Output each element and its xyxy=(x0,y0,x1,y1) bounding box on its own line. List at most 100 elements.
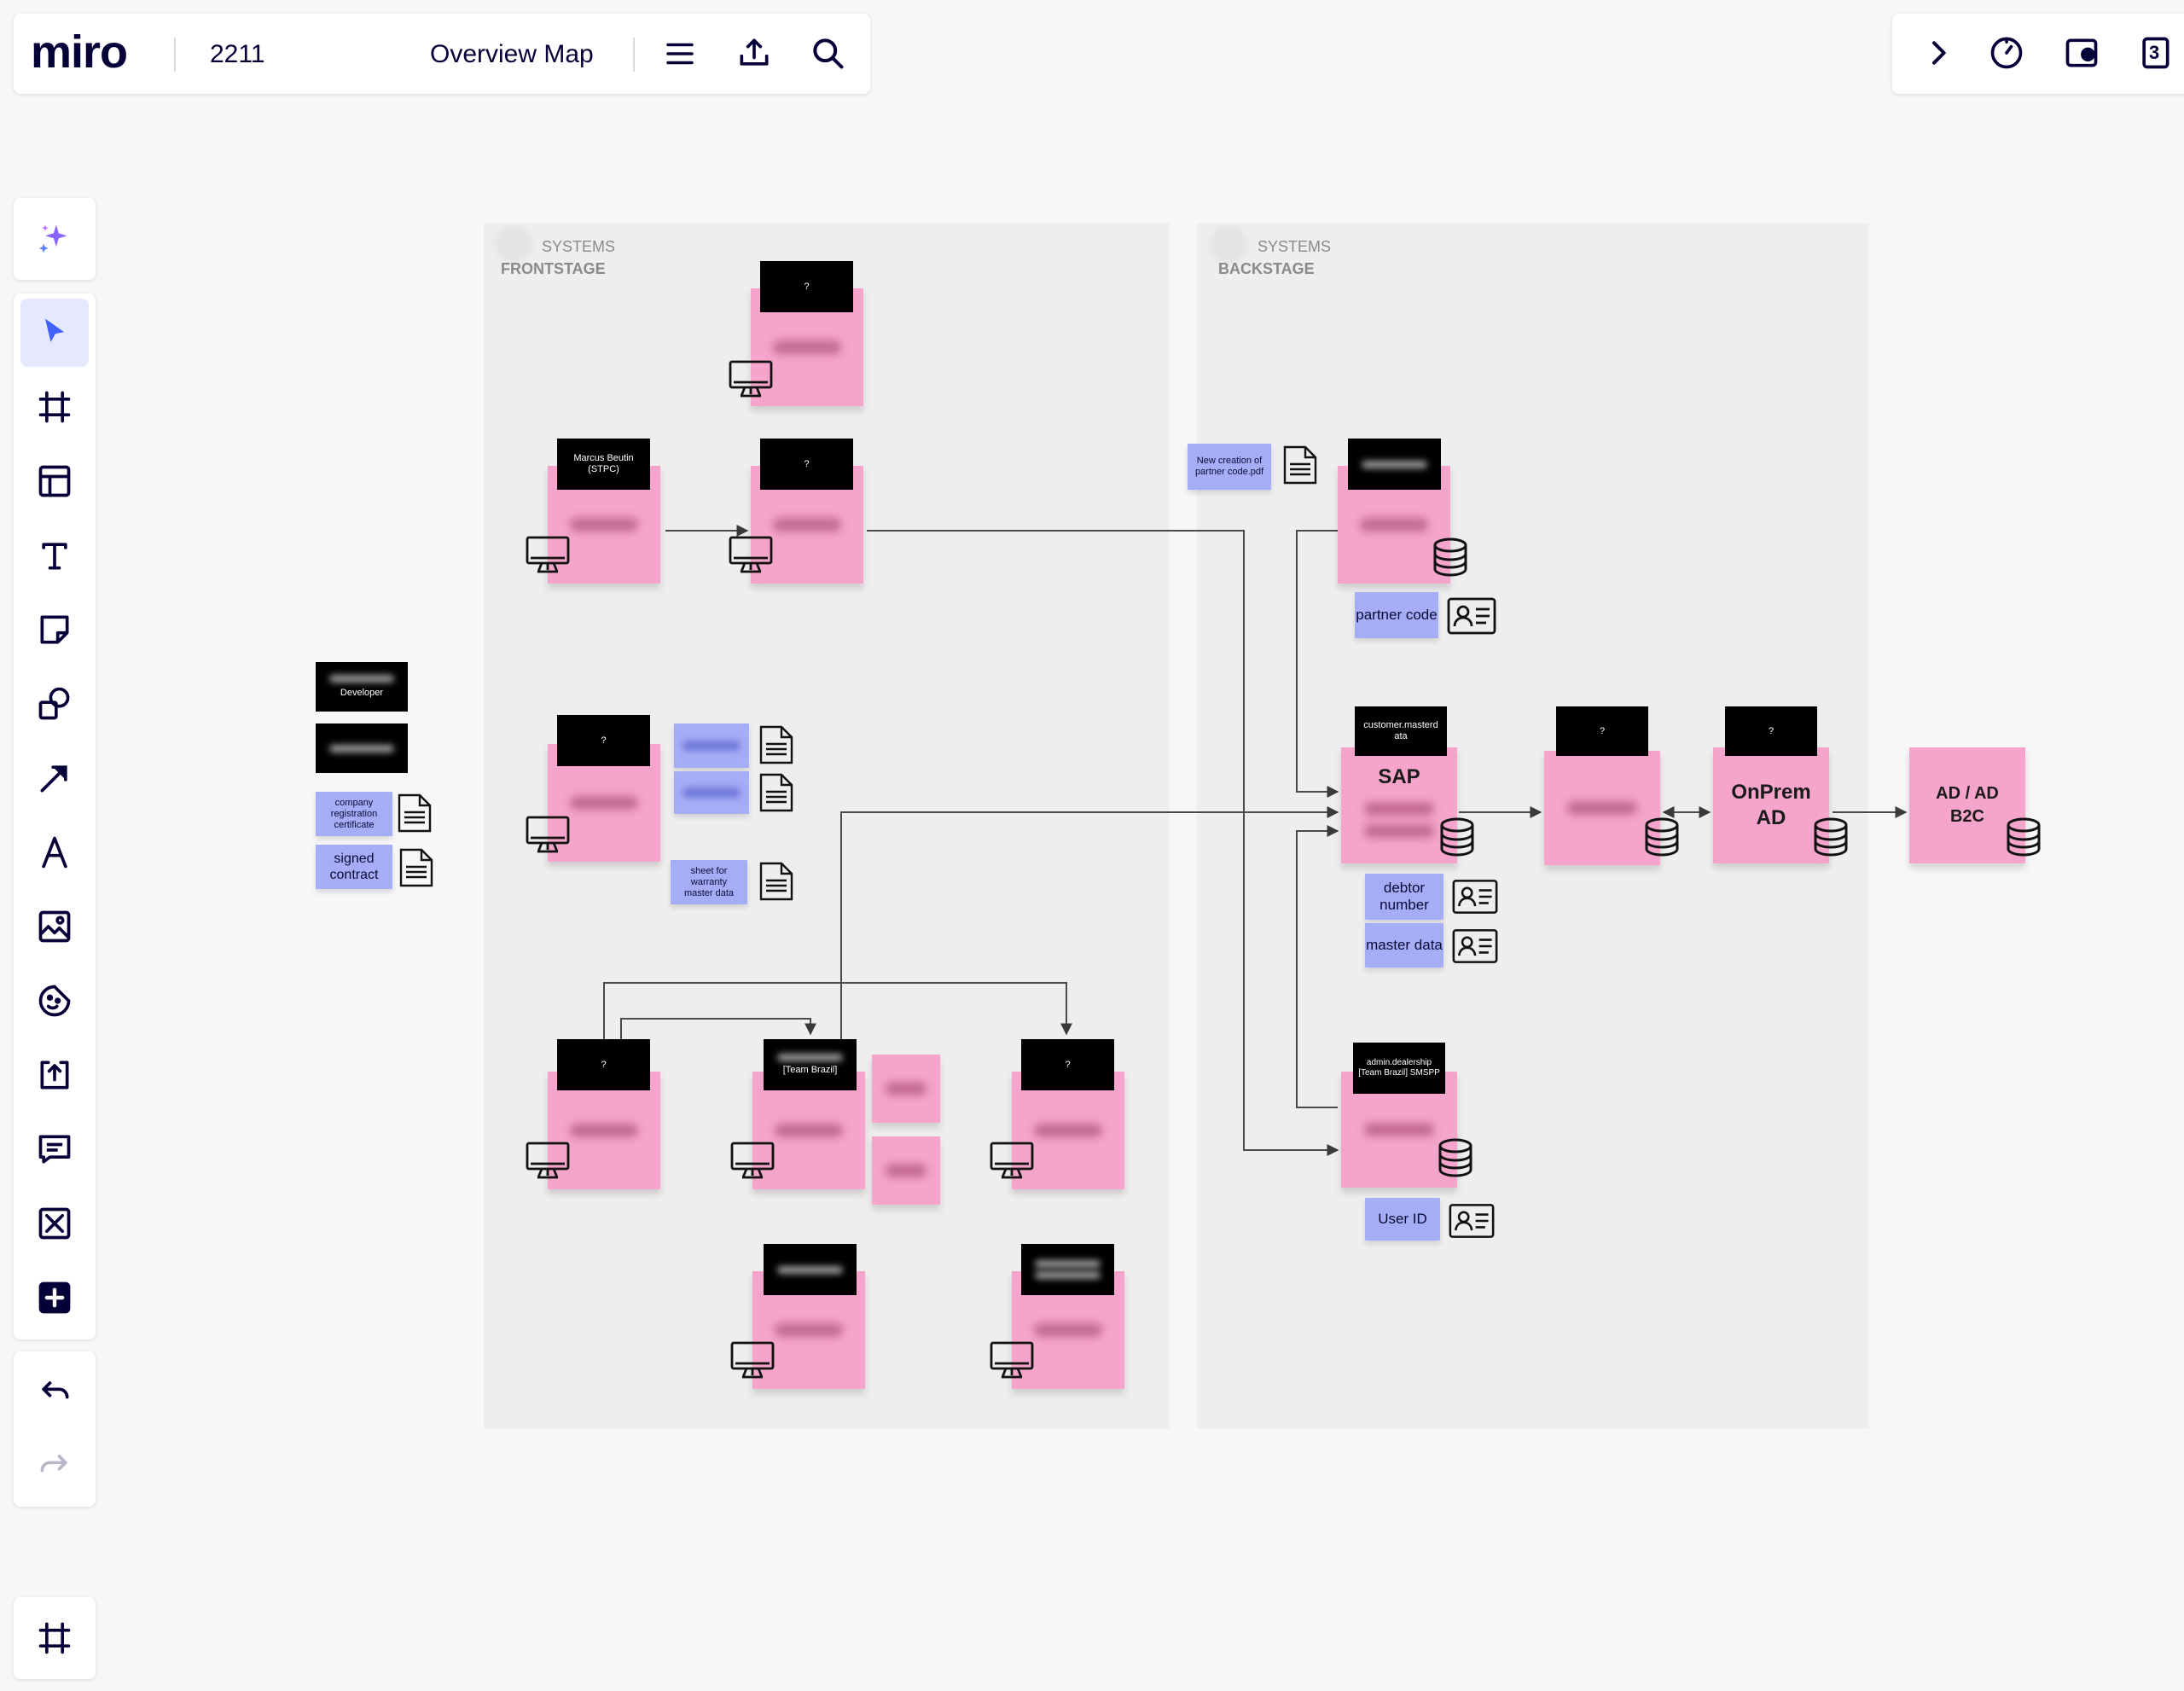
small-sticky-note[interactable] xyxy=(872,1136,940,1205)
header-divider xyxy=(633,38,635,72)
card-text: partner code xyxy=(1356,607,1438,623)
redacted-tag[interactable] xyxy=(764,1244,857,1295)
tag-text: ? xyxy=(1065,1059,1071,1070)
unknown-tag[interactable]: ? xyxy=(557,715,650,766)
tag-redacted xyxy=(777,1265,843,1274)
connector-left-to-brazil[interactable] xyxy=(620,1018,816,1039)
partner-code-pdf-card[interactable]: New creation of partner code.pdf xyxy=(1188,444,1271,490)
cross-box-tool-icon[interactable] xyxy=(20,1189,89,1258)
connection-line-tool-icon[interactable] xyxy=(20,744,89,812)
unknown-tag[interactable]: ? xyxy=(760,439,853,490)
undo-icon[interactable] xyxy=(20,1358,89,1427)
id-card-icon xyxy=(1452,928,1498,964)
unknown-tag[interactable]: ? xyxy=(760,261,853,312)
frame-tool-icon[interactable] xyxy=(20,373,89,441)
small-sticky-note[interactable] xyxy=(872,1055,940,1123)
ad-b2c-sticky[interactable]: AD / AD B2C xyxy=(1909,747,2025,863)
user-id-card[interactable]: User ID xyxy=(1365,1198,1440,1241)
top-right-toolbar: 3 xyxy=(1892,14,2184,94)
computer-icon xyxy=(526,1142,570,1181)
admin-dealership-tag[interactable]: admin.dealership [Team Brazil] SMSPP xyxy=(1353,1043,1445,1094)
computer-icon xyxy=(729,536,773,575)
presentation-icon[interactable] xyxy=(2063,34,2100,72)
document-icon xyxy=(759,725,793,764)
stickers-tool-icon[interactable] xyxy=(20,967,89,1035)
unknown-tag[interactable]: ? xyxy=(557,1039,650,1090)
unknown-tag[interactable]: ? xyxy=(1021,1039,1114,1090)
search-icon[interactable] xyxy=(809,34,846,72)
tag-text: ? xyxy=(1599,725,1606,736)
connector-left-to-right[interactable] xyxy=(603,982,1072,1039)
unknown-tag[interactable]: ? xyxy=(1556,706,1648,756)
debtor-number-card[interactable]: debtor number xyxy=(1365,874,1443,920)
sticky-note-tool-icon[interactable] xyxy=(20,596,89,664)
comment-tool-icon[interactable] xyxy=(20,1115,89,1183)
onprem-ad-label: OnPrem AD xyxy=(1731,781,1811,829)
marcus-beutin-tag[interactable]: Marcus Beutin (STPC) xyxy=(557,439,650,490)
warranty-sheet-card[interactable]: sheet for warranty master data xyxy=(671,860,747,904)
computer-icon xyxy=(990,1142,1034,1181)
redacted-tag[interactable] xyxy=(1021,1244,1114,1295)
frame-backstage-label: SYSTEMS BACKSTAGE xyxy=(1218,235,1331,280)
redo-icon[interactable] xyxy=(20,1432,89,1500)
text-tool-icon[interactable] xyxy=(20,521,89,590)
tag-redacted xyxy=(777,1054,843,1061)
card-text: User ID xyxy=(1378,1211,1427,1227)
computer-icon xyxy=(990,1341,1034,1380)
connector-brazil-to-sap[interactable] xyxy=(840,806,1339,1039)
pages-icon[interactable]: 3 xyxy=(2136,34,2174,72)
card-text: company registration certificate xyxy=(330,797,378,830)
pen-tool-icon[interactable] xyxy=(20,818,89,886)
timer-icon[interactable] xyxy=(1988,34,2025,72)
more-apps-icon[interactable] xyxy=(20,1264,89,1332)
miro-logo[interactable]: miro xyxy=(31,26,128,78)
menu-icon[interactable] xyxy=(662,36,698,72)
upload-image-tool-icon[interactable] xyxy=(20,892,89,961)
customer-masterdata-tag[interactable]: customer.masterd ata xyxy=(1355,706,1447,756)
redacted-tag[interactable] xyxy=(316,723,408,773)
tag-redacted xyxy=(1362,460,1427,468)
developer-tag[interactable]: Developer xyxy=(316,662,408,712)
sticky-note[interactable] xyxy=(1544,751,1660,865)
database-icon xyxy=(1643,817,1681,857)
shapes-tool-icon[interactable] xyxy=(20,670,89,738)
pages-count: 3 xyxy=(2149,42,2160,63)
computer-icon xyxy=(730,1341,775,1380)
connector-partner-to-sap[interactable] xyxy=(1296,530,1339,798)
partner-code-card[interactable]: partner code xyxy=(1355,592,1438,638)
connector-admin-to-sap[interactable] xyxy=(1296,825,1339,1108)
master-data-card[interactable]: master data xyxy=(1365,923,1443,968)
sap-sticky[interactable]: SAP xyxy=(1341,747,1457,863)
sticky-redacted xyxy=(1364,824,1434,838)
unknown-tag[interactable]: ? xyxy=(1725,706,1817,756)
frames-panel-icon[interactable] xyxy=(20,1604,89,1672)
redacted-tag[interactable] xyxy=(1348,439,1441,490)
export-icon[interactable] xyxy=(735,34,773,72)
frame-frontstage-line1: SYSTEMS xyxy=(542,238,616,255)
redacted-card[interactable] xyxy=(674,723,749,768)
connector-system-to-backstage[interactable] xyxy=(867,530,1339,1156)
frame-title[interactable]: Overview Map xyxy=(430,40,594,68)
tag-redacted xyxy=(329,675,394,683)
ai-sparkle-icon[interactable] xyxy=(20,205,89,273)
document-icon xyxy=(398,793,432,833)
main-toolbar xyxy=(14,293,96,1339)
company-registration-card[interactable]: company registration certificate xyxy=(316,792,392,836)
card-text: master data xyxy=(1366,937,1443,953)
board-name[interactable]: 2211 xyxy=(210,40,265,68)
frame-backstage-line2: BACKSTAGE xyxy=(1218,260,1315,277)
signed-contract-card[interactable]: signed contract xyxy=(316,845,392,889)
team-brazil-tag[interactable]: [Team Brazil] xyxy=(764,1039,857,1090)
chevron-right-icon[interactable] xyxy=(1921,36,1955,70)
templates-tool-icon[interactable] xyxy=(20,447,89,515)
redacted-card[interactable] xyxy=(674,771,749,814)
upload-tool-icon[interactable] xyxy=(20,1041,89,1109)
header-divider xyxy=(174,38,176,72)
id-card-icon xyxy=(1452,879,1498,915)
select-tool-icon[interactable] xyxy=(20,299,89,367)
onprem-ad-sticky[interactable]: OnPrem AD xyxy=(1713,747,1829,863)
computer-icon xyxy=(730,1142,775,1181)
tag-text: [Team Brazil] xyxy=(782,1065,838,1075)
tag-redacted xyxy=(329,744,394,753)
